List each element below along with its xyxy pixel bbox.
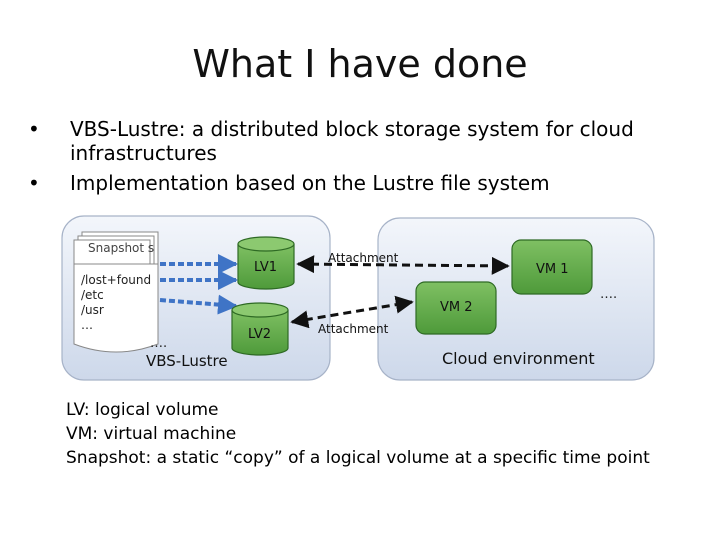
attachment-label-2: Attachment: [318, 322, 389, 336]
legend-vm: VM: virtual machine: [66, 424, 237, 444]
lv2-label: LV2: [248, 327, 271, 342]
lv1-body: [237, 244, 295, 290]
vm1: VM 1: [511, 239, 593, 295]
dir-more: …: [81, 318, 93, 332]
filesystem-doc: /lost+found /etc /usr …: [73, 263, 159, 353]
snapshots-label: Snapshot s: [88, 241, 154, 255]
blue-arrow-lv2: [159, 294, 238, 315]
cloud-label: Cloud environment: [442, 349, 595, 368]
filesystem-doc-shape: [73, 263, 159, 353]
lv2-body: [231, 310, 289, 356]
dir-etc: /etc: [81, 288, 104, 302]
vm2: VM 2: [415, 281, 497, 335]
vm1-label: VM 1: [536, 262, 569, 277]
attachment-arrow-2: [290, 295, 414, 329]
vbs-lustre-label: VBS-Lustre: [146, 352, 228, 370]
attachment-arrow-1: [296, 255, 510, 275]
bullet-1-text: VBS-Lustre: a distributed block storage …: [70, 117, 634, 165]
legend-snapshot: Snapshot: a static “copy” of a logical v…: [66, 448, 650, 468]
lv1-top: [237, 236, 295, 252]
dir-lost-found: /lost+found: [81, 273, 151, 287]
attachment-label-1: Attachment: [328, 251, 399, 265]
lv1-label: LV1: [254, 260, 277, 275]
bullet-2-text: Implementation based on the Lustre file …: [70, 171, 550, 195]
legend-lv: LV: logical volume: [66, 400, 219, 420]
vm1-box: [511, 239, 593, 295]
bullet-dot-icon: •: [28, 171, 40, 195]
vm2-label: VM 2: [440, 300, 473, 315]
lv1-volume: LV1: [237, 236, 295, 290]
dir-usr: /usr: [81, 303, 104, 317]
right-ellipsis: ….: [600, 287, 617, 302]
lv2-volume: LV2: [231, 302, 289, 356]
vm2-box: [415, 281, 497, 335]
lv2-top: [231, 302, 289, 318]
slide-title: What I have done: [192, 42, 528, 86]
bullet-dot-icon: •: [28, 117, 40, 141]
left-ellipsis: ….: [150, 336, 167, 351]
